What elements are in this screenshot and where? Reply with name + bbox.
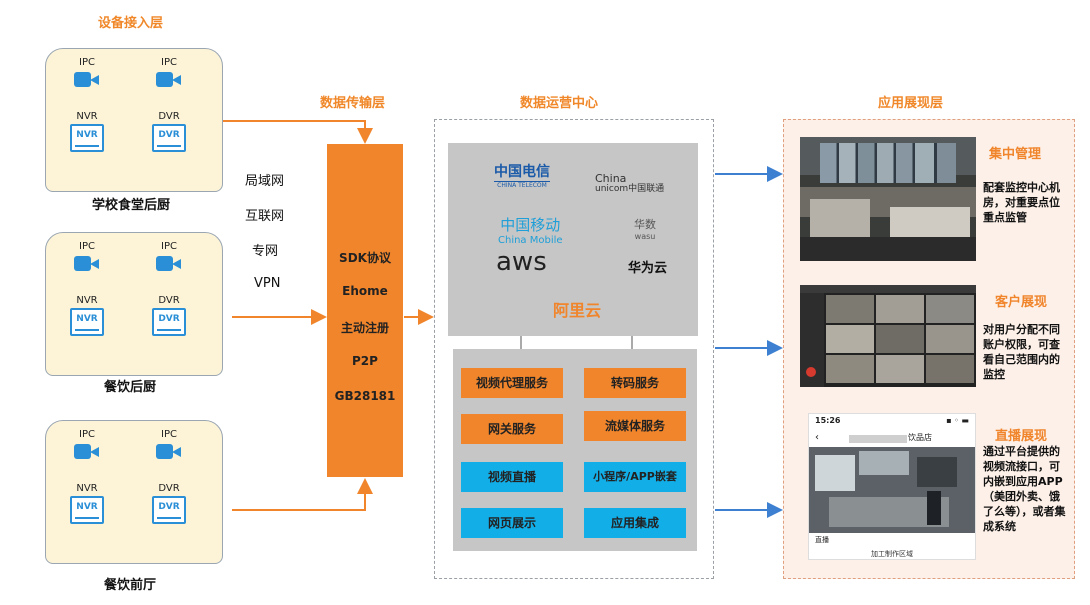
service-streaming: 流媒体服务 xyxy=(584,411,686,441)
huawei-cloud-logo: 华为云 xyxy=(628,261,668,276)
layer-header-transport: 数据传输层 xyxy=(320,96,386,111)
layer-header-device: 设备接入层 xyxy=(98,16,164,31)
client-monitor-screenshot xyxy=(800,285,976,387)
site-box-school-kitchen: IPC IPC NVR NVR DVR DVR xyxy=(45,48,223,192)
phone-status-icons: ▪ ◦ ▬ xyxy=(946,416,969,425)
dvr-icon: DVR xyxy=(152,124,186,152)
ipc-device: IPC xyxy=(144,57,194,90)
service-live-video: 视频直播 xyxy=(461,462,563,492)
layer-header-ops: 数据运营中心 xyxy=(520,96,599,111)
app-title-live: 直播展现 xyxy=(995,429,1048,444)
service-gateway: 网关服务 xyxy=(461,414,563,444)
service-web-display: 网页展示 xyxy=(461,508,563,538)
back-arrow-icon[interactable]: ‹ xyxy=(815,432,819,443)
phone-live-screenshot: 15:26 ▪ ◦ ▬ ‹ 饮品店 直播 加工制作区域 xyxy=(808,413,976,560)
site-label-restaurant-kitchen: 餐饮后厨 xyxy=(104,380,157,395)
device-label: NVR xyxy=(76,111,98,122)
network-vpn: VPN xyxy=(254,276,281,291)
services-panel: 视频代理服务 转码服务 网关服务 流媒体服务 视频直播 小程序/APP嵌套 网页… xyxy=(453,349,697,551)
protocol-bar: SDK协议 Ehome 主动注册 P2P GB28181 xyxy=(327,144,403,477)
protocol-p2p: P2P xyxy=(352,354,378,368)
dvr-device: DVR DVR xyxy=(144,111,194,152)
network-internet: 互联网 xyxy=(245,209,285,224)
control-room-photo xyxy=(800,137,976,261)
device-label: DVR xyxy=(158,295,180,306)
service-app-integration: 应用集成 xyxy=(584,508,686,538)
camera-icon xyxy=(73,442,101,462)
device-label: IPC xyxy=(161,429,177,440)
app-desc-client: 对用户分配不同账户权限，可查看自己范围内的监控 xyxy=(983,323,1060,381)
dvr-device: DVR DVR xyxy=(144,483,194,524)
china-unicom-logo: China unicom中国联通 xyxy=(595,172,665,194)
app-desc-central: 配套监控中心机房，对重要点位重点监管 xyxy=(983,181,1060,224)
device-label: DVR xyxy=(158,483,180,494)
ipc-device: IPC xyxy=(62,57,112,90)
protocol-sdk: SDK协议 xyxy=(339,251,391,265)
protocol-gb28181: GB28181 xyxy=(334,389,396,403)
video-caption: 加工制作区域 xyxy=(871,550,913,558)
aliyun-logo: 阿里云 xyxy=(553,301,602,320)
dvr-icon: DVR xyxy=(152,308,186,336)
service-transcode: 转码服务 xyxy=(584,368,686,398)
data-center-frame xyxy=(434,119,714,579)
layer-header-app: 应用展现层 xyxy=(878,96,944,111)
site-label-restaurant-front: 餐饮前厅 xyxy=(104,578,157,593)
site-label-school-kitchen: 学校食堂后厨 xyxy=(92,198,171,213)
aws-logo: aws xyxy=(496,247,547,277)
nvr-icon: NVR xyxy=(70,496,104,524)
nvr-icon: NVR xyxy=(70,308,104,336)
app-title-client: 客户展现 xyxy=(995,295,1048,310)
nvr-device: NVR NVR xyxy=(62,483,112,524)
service-video-proxy: 视频代理服务 xyxy=(461,368,563,398)
ipc-device: IPC xyxy=(62,241,112,274)
china-mobile-logo: 中国移动 China Mobile xyxy=(498,216,563,246)
device-label: IPC xyxy=(161,241,177,252)
cloud-providers-panel: 中国电信 CHINA TELECOM China unicom中国联通 中国移动… xyxy=(448,143,698,336)
protocol-ehome: Ehome xyxy=(342,284,388,298)
camera-icon xyxy=(155,70,183,90)
wasu-logo: 华数 wasu xyxy=(634,218,656,241)
device-label: IPC xyxy=(79,57,95,68)
dvr-device: DVR DVR xyxy=(144,295,194,336)
live-video-frame xyxy=(809,447,975,533)
nvr-device: NVR NVR xyxy=(62,295,112,336)
nvr-device: NVR NVR xyxy=(62,111,112,152)
ipc-device: IPC xyxy=(62,429,112,462)
camera-icon xyxy=(155,442,183,462)
ipc-device: IPC xyxy=(144,429,194,462)
arrow-site3-to-transport xyxy=(232,478,373,511)
camera-icon xyxy=(73,70,101,90)
camera-icon xyxy=(155,254,183,274)
app-title-central: 集中管理 xyxy=(989,147,1042,162)
blurred-store-name xyxy=(849,435,907,443)
site-box-restaurant-kitchen: IPC IPC NVR NVR DVR DVR xyxy=(45,232,223,376)
store-name: 饮品店 xyxy=(908,433,932,442)
camera-icon xyxy=(73,254,101,274)
arrow-site1-to-transport xyxy=(223,120,373,144)
device-label: NVR xyxy=(76,483,98,494)
device-label: IPC xyxy=(79,241,95,252)
device-label: IPC xyxy=(79,429,95,440)
site-box-restaurant-front: IPC IPC NVR NVR DVR DVR xyxy=(45,420,223,564)
device-label: DVR xyxy=(158,111,180,122)
dvr-icon: DVR xyxy=(152,496,186,524)
device-label: IPC xyxy=(161,57,177,68)
nvr-icon: NVR xyxy=(70,124,104,152)
china-telecom-logo: 中国电信 CHINA TELECOM xyxy=(494,164,550,189)
app-desc-live: 通过平台提供的视频流接口，可内嵌到应用APP（美团外卖、饿了么等），或者集成系统 xyxy=(983,445,1066,533)
device-label: NVR xyxy=(76,295,98,306)
network-private: 专网 xyxy=(252,244,279,259)
phone-time: 15:26 xyxy=(815,416,841,425)
live-badge: 直播 xyxy=(815,536,829,544)
protocol-register: 主动注册 xyxy=(340,321,389,335)
service-miniapp-embed: 小程序/APP嵌套 xyxy=(584,462,686,492)
ipc-device: IPC xyxy=(144,241,194,274)
network-lan: 局域网 xyxy=(245,174,285,189)
